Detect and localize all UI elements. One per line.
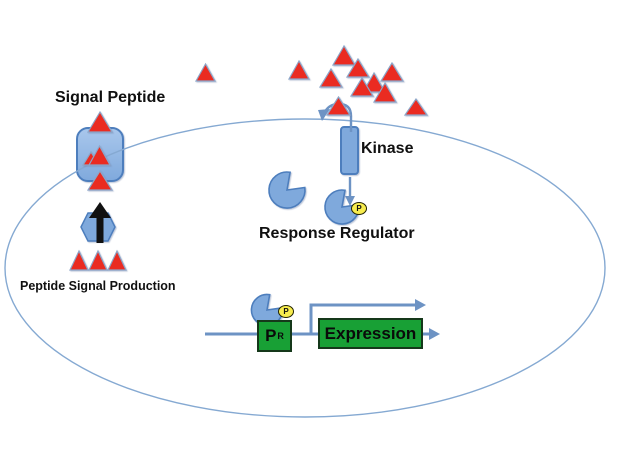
peptide-signal-production-label: Peptide Signal Production [20,279,176,293]
transcription-arrowhead-icon [415,299,426,311]
kinase-icon [340,126,359,175]
signal-peptide-triangle-icon [403,97,429,116]
expression-box: Expression [318,318,423,349]
signal-peptide-triangle-icon [87,144,112,166]
kinase-label: Kinase [361,140,414,157]
signal-peptide-triangle-icon [372,81,398,103]
signal-peptide-triangle-icon [194,62,217,82]
phosphorylation-arrowhead-icon [345,196,355,206]
signal-peptide-triangle-icon [361,71,387,93]
promoter-label-subscript: R [277,331,284,341]
promoter-label: P [265,326,277,345]
signal-peptide-triangle-icon [69,249,89,271]
signal-peptide-triangle-icon [318,67,344,88]
signal-peptide-triangle-icon [86,169,114,191]
response-regulator-label: Response Regulator [259,225,415,242]
production-up-arrow-icon [89,202,111,243]
signal-peptide-triangles [69,44,429,271]
signal-peptide-triangle-icon [287,59,311,80]
response-regulator-icon [268,171,306,209]
transcription-arrow [309,303,416,333]
signal-peptide-triangle-icon [349,76,375,97]
signal-peptide-triangle-icon [379,61,405,82]
cell-membrane-ellipse [4,118,606,418]
signal-peptide-triangle-icon [345,57,371,78]
dna-arrowhead-icon [429,328,440,340]
signal-peptide-triangle-icon [325,95,352,116]
signal-peptide-triangle-icon [331,44,357,66]
phosphate-icon: P [351,202,367,215]
kinase-sensing-arrowhead-icon [318,109,330,121]
expression-label: Expression [324,323,417,343]
signal-peptide-triangle-icon [86,110,114,133]
signal-peptide-triangle-icon [88,249,108,271]
signal-peptide-triangle-icon [107,249,127,271]
signal-peptide-label: Signal Peptide [55,89,166,106]
phosphate-icon: P [278,305,294,318]
